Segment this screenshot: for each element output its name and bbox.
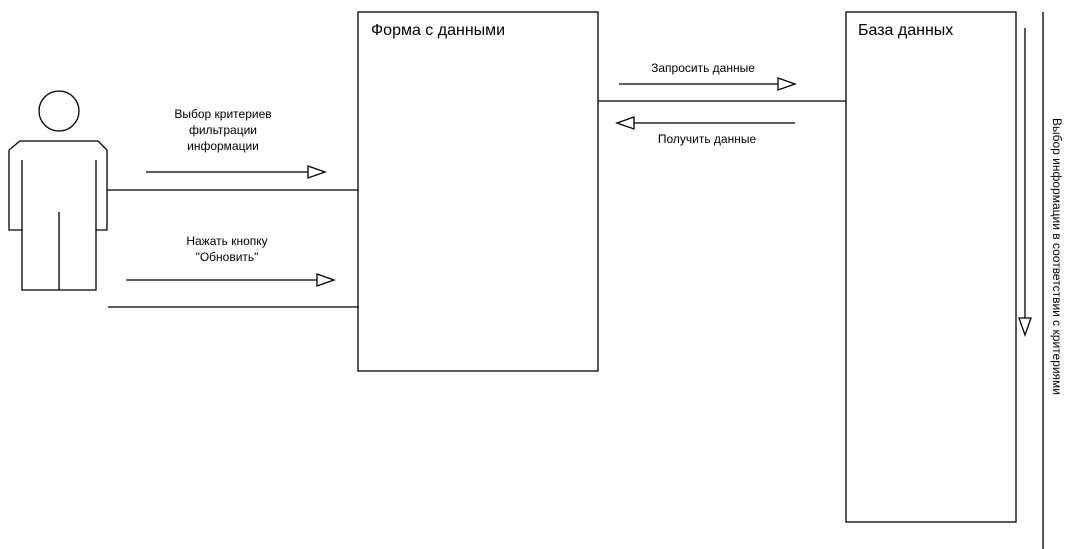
form-box-title: Форма с данными — [371, 22, 506, 39]
request-data-label: Запросить данные — [651, 61, 755, 75]
select-criteria-line-2: фильтрации — [188, 123, 257, 137]
select-criteria-label: Выбор критериев фильтрации информации — [148, 106, 298, 154]
request-data-arrow — [619, 77, 797, 91]
press-refresh-arrow — [126, 273, 336, 287]
database-box — [845, 11, 1017, 523]
select-info-label: Выбор информации в соответствии с критер… — [1050, 118, 1064, 396]
receive-data-arrow — [615, 116, 795, 130]
form-box — [357, 11, 599, 372]
select-info-arrow — [1018, 28, 1032, 337]
database-box-title: База данных — [858, 22, 954, 39]
actor-icon — [8, 90, 108, 291]
press-refresh-label: Нажать кнопку "Обновить" — [152, 233, 302, 265]
select-criteria-arrow — [146, 165, 327, 179]
press-refresh-line-2: "Обновить" — [195, 250, 259, 264]
select-criteria-line-1: Выбор критериев — [174, 107, 272, 121]
select-criteria-line-3: информации — [187, 139, 259, 153]
receive-data-label: Получить данные — [657, 132, 757, 146]
press-refresh-line-1: Нажать кнопку — [186, 234, 268, 248]
